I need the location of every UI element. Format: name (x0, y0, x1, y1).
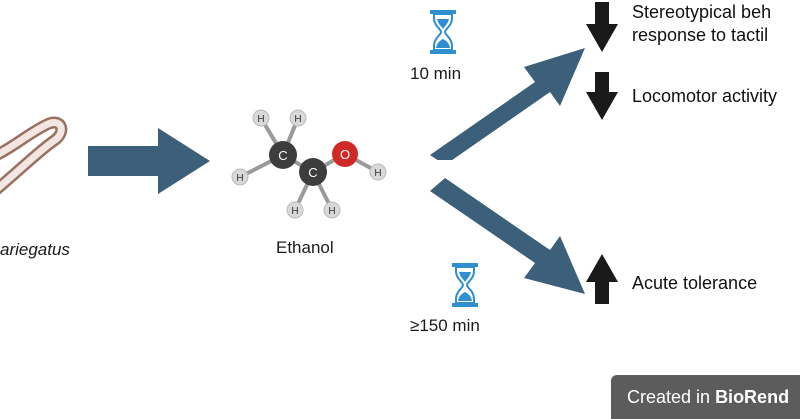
outcome-locomotor: Locomotor activity (632, 86, 778, 106)
hourglass-icon (452, 263, 478, 307)
arrow-up-icon (586, 254, 618, 304)
arrow-up-right (430, 48, 585, 160)
outcome-stereotypical-line1: Stereotypical beh (632, 2, 772, 22)
svg-text:H: H (257, 114, 264, 125)
hydrogen-atoms: H H H H H H (231, 109, 387, 219)
arrow-down-icon (586, 72, 618, 120)
timepoint-short: 10 min (410, 64, 462, 83)
svg-text:H: H (374, 168, 381, 179)
svg-text:C: C (308, 165, 317, 180)
carbon-atom-2 (299, 158, 327, 186)
arrow-down-icon (586, 2, 618, 52)
timepoint-long: ≥150 min (410, 316, 480, 335)
arrow-down-right (430, 178, 585, 294)
biorender-badge: Created in BioRend (611, 375, 800, 419)
svg-text:H: H (236, 173, 243, 184)
svg-text:H: H (328, 206, 335, 217)
svg-text:C: C (278, 148, 287, 163)
outcome-tolerance: Acute tolerance (632, 273, 758, 293)
worm-icon (0, 116, 68, 195)
ethanol-label: Ethanol (276, 238, 334, 257)
badge-brand: BioRend (715, 387, 790, 407)
arrow-to-ethanol (88, 128, 210, 194)
oxygen-atom (332, 141, 358, 167)
carbon-atom-1 (269, 141, 297, 169)
hourglass-icon (430, 10, 456, 54)
svg-text:H: H (294, 114, 301, 125)
organism-label: ariegatus (0, 240, 70, 259)
svg-text:H: H (291, 206, 298, 217)
ethanol-molecule: H H H H H H C C O (231, 109, 387, 219)
svg-text:O: O (340, 147, 350, 162)
outcome-stereotypical-line2: response to tactil (632, 25, 769, 45)
badge-prefix: Created in (627, 387, 716, 407)
